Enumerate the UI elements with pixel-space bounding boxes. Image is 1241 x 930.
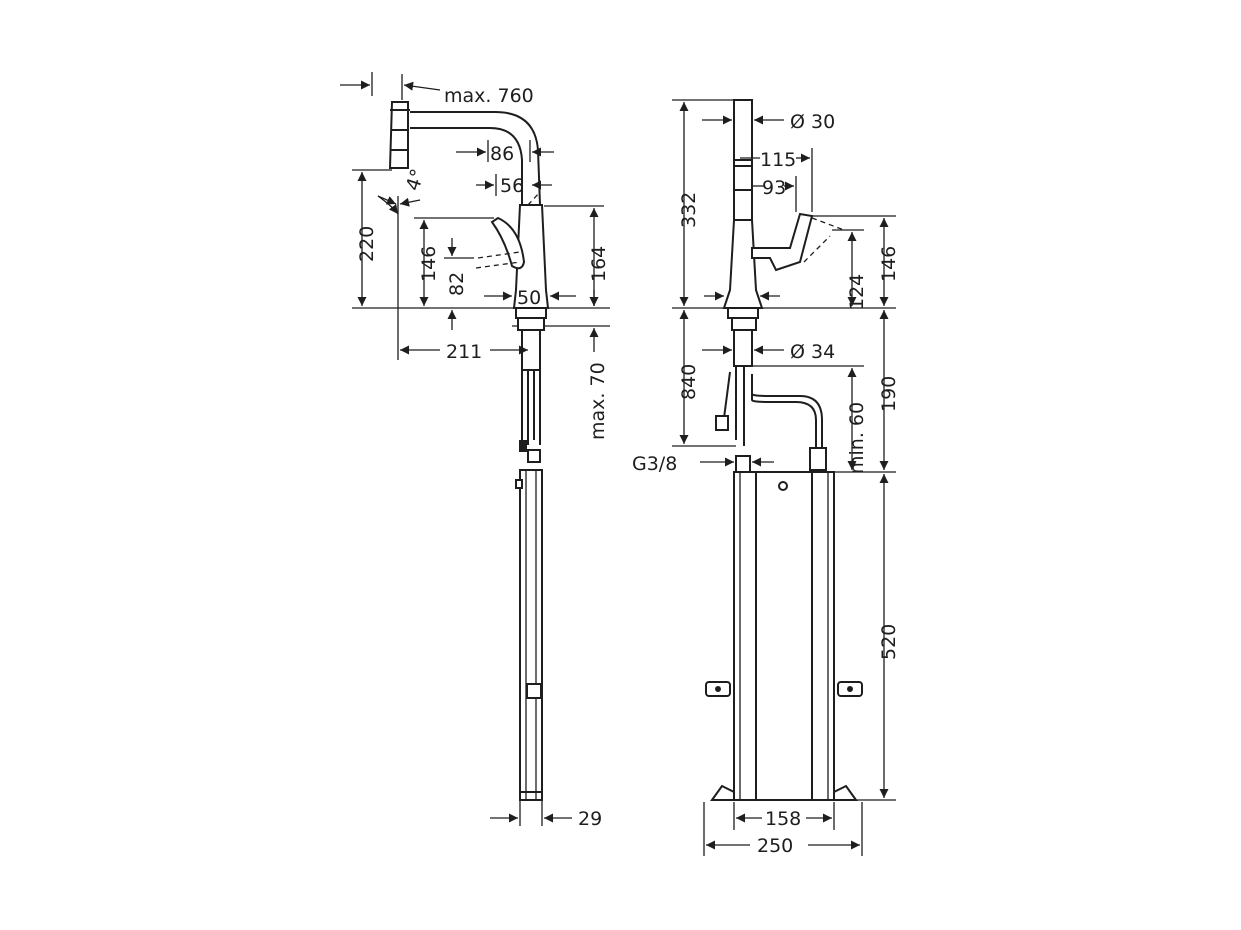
hose-fitting-left <box>519 440 527 452</box>
pipe-fitting <box>809 447 827 471</box>
rail-clip <box>526 683 542 699</box>
dim-hose-length: 840 <box>678 364 700 400</box>
dim-lever: 82 <box>446 272 468 296</box>
supply-hoses <box>521 370 541 445</box>
dim-swivel-angle: 4° <box>402 166 430 193</box>
base-plate <box>515 307 547 319</box>
dim-counter-thickness: max. 70 <box>587 362 609 440</box>
lever-handle <box>490 216 526 270</box>
front-view: Ø 30 115 93 332 124 146 Ø 34 840 mi <box>632 99 900 857</box>
thread-label: G3/8 <box>632 453 677 475</box>
supply-pipe <box>751 374 817 450</box>
dim-inner-width: 158 <box>765 808 801 830</box>
dim-overall-height: 220 <box>356 226 378 262</box>
dim-handle-height: 146 <box>878 246 900 282</box>
dim-handle-reach: 115 <box>760 149 796 171</box>
dim-shank-diameter: Ø 34 <box>790 341 835 363</box>
dim-handle-offset: 93 <box>762 177 786 199</box>
front-body <box>722 219 764 309</box>
dim-spout-diameter: Ø 30 <box>790 111 835 133</box>
dim-lever-height: 146 <box>418 246 440 282</box>
foot-left <box>710 784 735 801</box>
dim-rail-width: 29 <box>578 808 602 830</box>
front-handle <box>751 212 814 272</box>
mounting-rail <box>519 469 543 801</box>
front-shank <box>733 329 753 367</box>
spout-arm-inner <box>410 127 523 205</box>
dim-total-height: 332 <box>678 192 700 228</box>
dim-spout-reach: max. 760 <box>444 85 534 107</box>
dim-spout-2: 56 <box>500 175 524 197</box>
dim-connection-depth: 190 <box>878 376 900 412</box>
dim-min-clearance: min. 60 <box>846 402 868 474</box>
dim-projection: 211 <box>446 341 482 363</box>
faucet-body <box>512 204 550 309</box>
dim-base-diameter: 50 <box>517 287 541 309</box>
dim-box-height: 520 <box>878 624 900 660</box>
dim-body-height: 164 <box>588 246 610 282</box>
hose-fitting <box>715 415 729 431</box>
lever-open-position <box>475 251 521 269</box>
dim-spout-1: 86 <box>490 143 514 165</box>
mounting-box <box>733 471 835 801</box>
spout-head <box>388 101 410 169</box>
foot-right <box>833 784 858 801</box>
dim-handle: 124 <box>846 274 868 310</box>
dim-outer-width: 250 <box>757 835 793 857</box>
side-view: max. 760 86 56 4° 220 146 82 1 <box>340 72 610 830</box>
front-handle-open <box>803 217 845 263</box>
mounting-hole <box>778 481 788 491</box>
